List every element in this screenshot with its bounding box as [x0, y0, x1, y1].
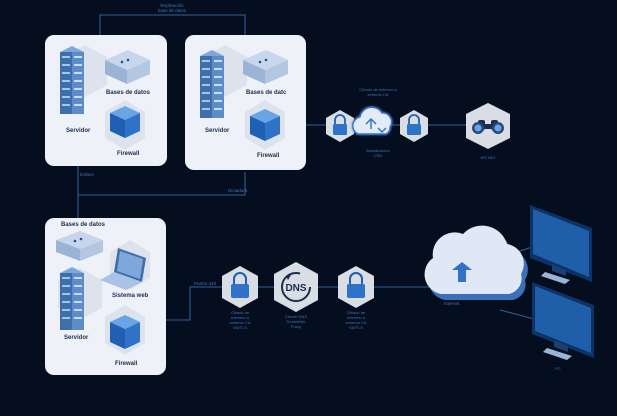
top-cert-label-1: Cifrado de extremo a: [359, 87, 397, 92]
lock1-label-3: extremo CA: [229, 320, 250, 325]
card1-firewall-label: Firewall: [117, 151, 140, 157]
binoculars-node: [466, 103, 510, 149]
lock2-label-1: Cifrado de: [347, 310, 366, 315]
card1-server-label: Servidor: [66, 128, 91, 134]
dns-refresh-icon: [281, 272, 311, 302]
card-server-1: Bases de datos Servidor Firewall: [45, 35, 167, 166]
card3-database-label: Bases de datos: [61, 222, 106, 228]
firewall-cube-icon: [250, 109, 280, 141]
replication-label-2: base de datos: [158, 8, 187, 13]
binoculars-icon: [472, 120, 504, 134]
card1-database-label: Bases de datos: [106, 90, 151, 96]
left-link-label: Enlace: [80, 172, 94, 177]
dns-icon-text: DNS: [285, 283, 306, 294]
laptop-icon: [100, 248, 146, 290]
padlock-icon: [334, 114, 346, 124]
server-rack-icon: [200, 50, 224, 118]
web-link-line: [166, 286, 232, 321]
binoculars-label: WS NAT: [480, 155, 496, 160]
server-rack-icon: [60, 46, 84, 114]
padlock-icon: [233, 272, 247, 284]
top-cloud-label-1: Actualización: [366, 148, 390, 153]
database-icon: [105, 50, 150, 84]
card2-server-label: Servidor: [205, 128, 230, 134]
firewall-cube-icon: [110, 315, 140, 349]
lock2-label-4: SN/TLS: [349, 325, 363, 330]
lock-node-bottom-1: [222, 266, 258, 308]
padlock-icon: [408, 114, 420, 124]
card3-server-label: Servidor: [64, 335, 89, 341]
lock1-label-1: Cifrado de: [231, 310, 250, 315]
card3-firewall-label: Firewall: [115, 361, 138, 367]
lock-node-top-1: [326, 110, 354, 142]
top-cert-label-2: extremo CA: [367, 92, 388, 97]
bottom-link-label: Dictadura: [228, 188, 248, 193]
cloud-pc2-line: [499, 309, 539, 321]
replication-line: [99, 14, 246, 35]
database-icon: [56, 231, 103, 261]
pc-monitor-1: [530, 205, 592, 284]
card2-firewall-label: Firewall: [257, 153, 280, 159]
lock1-label-4: SN/TLS: [233, 325, 247, 330]
pc-monitor-2: [532, 282, 594, 360]
replication-label-1: Replicación: [160, 3, 184, 8]
pc2-label: PC: [555, 366, 561, 371]
database-icon: [243, 50, 288, 84]
card-server-3: Bases de datos Sistema web Servidor Fire…: [45, 218, 166, 375]
card2-database-label: Bases de datc: [246, 90, 287, 96]
web-link-label: Puerto 443: [194, 281, 217, 286]
card3-web-label: Sistema web: [112, 293, 149, 299]
lock-node-top-2: [400, 110, 428, 142]
firewall-cube-icon: [110, 106, 140, 138]
lock2-label-3: extremo CA: [345, 320, 366, 325]
dns-label-1: Cliente DNS: [285, 314, 307, 319]
upload-arrow-icon: [452, 262, 472, 282]
lock2-label-2: extremo a: [347, 315, 366, 320]
lock1-label-2: extremo a: [231, 315, 250, 320]
cloud-sync-node: [352, 106, 393, 135]
cloud-link-label: Internet: [444, 301, 460, 306]
top-cloud-label-2: CRN: [374, 153, 383, 158]
dns-label-2: DoubleNet: [287, 319, 307, 324]
padlock-icon: [349, 272, 363, 284]
card-server-2: Bases de datc Servidor Firewall: [185, 35, 306, 170]
internet-cloud: [424, 225, 528, 300]
server-rack-icon: [60, 267, 84, 330]
bottom-link-line: [78, 172, 246, 196]
dns-node: DNS: [274, 262, 318, 312]
lock-node-bottom-2: [338, 266, 374, 308]
dns-label-3: Proxy: [291, 324, 301, 329]
sync-arrows-icon: [365, 118, 387, 133]
